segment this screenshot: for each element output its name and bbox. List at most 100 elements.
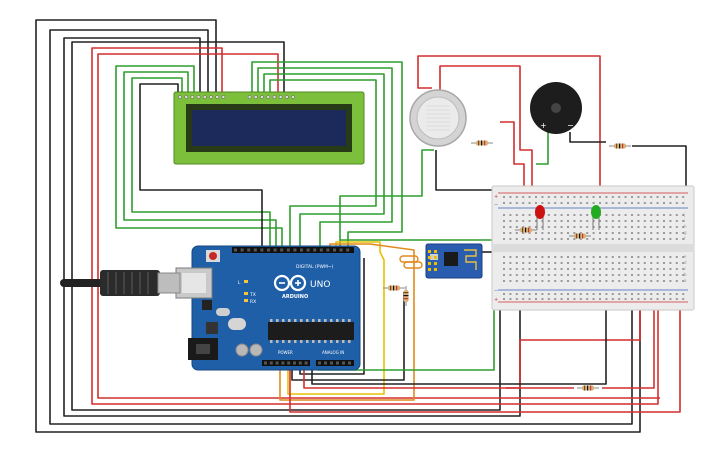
- bb-hole: [663, 196, 665, 198]
- bb-hole: [515, 226, 518, 228]
- bb-hole: [643, 226, 646, 228]
- bb-hole: [573, 202, 576, 204]
- bb-hole: [624, 293, 627, 295]
- bb-hole: [605, 268, 608, 270]
- bb-hole: [656, 256, 659, 258]
- bb-hole: [656, 202, 659, 204]
- bb-hole: [624, 298, 627, 300]
- resistor-band: [481, 140, 483, 146]
- esp-pin: [434, 250, 437, 253]
- bb-hole: [541, 202, 544, 204]
- bb-hole: [586, 220, 589, 222]
- bb-hole: [637, 262, 640, 264]
- bb-hole: [650, 226, 653, 228]
- bb-hole: [599, 238, 601, 240]
- bb-hole: [535, 256, 537, 258]
- bb-hole: [656, 214, 659, 216]
- bb-hole: [599, 226, 601, 228]
- lcd-pin: [196, 95, 201, 99]
- l-led: [244, 280, 248, 283]
- analog-pin: [324, 361, 327, 365]
- bb-hole: [515, 298, 518, 300]
- bb-hole: [586, 274, 589, 276]
- bb-hole: [586, 293, 589, 295]
- bb-hole: [618, 298, 621, 300]
- bb-hole: [675, 220, 678, 222]
- bb-hole: [663, 268, 665, 270]
- lcd-pin: [278, 95, 283, 99]
- bb-hole: [573, 293, 576, 295]
- bb-hole: [669, 274, 672, 276]
- bb-hole: [560, 220, 563, 222]
- bb-hole: [560, 268, 563, 270]
- digital-header: [232, 247, 354, 253]
- lcd-pin-header: [178, 95, 295, 99]
- analog-pin: [318, 361, 321, 365]
- bb-hole: [611, 280, 614, 282]
- bb-hole: [618, 220, 621, 222]
- bb-hole: [669, 196, 672, 198]
- bb-hole: [560, 262, 563, 264]
- chip-leg: [318, 340, 321, 343]
- wire-red-buzzer: [439, 65, 533, 196]
- bb-row-letter: a: [684, 278, 687, 283]
- bb-hole: [656, 196, 659, 198]
- lcd-screen: [192, 110, 346, 146]
- bb-hole: [547, 256, 550, 258]
- chip-leg: [324, 340, 327, 343]
- bb-hole: [560, 256, 563, 258]
- bb-hole: [611, 262, 614, 264]
- bb-hole: [586, 298, 589, 300]
- bb-hole: [503, 214, 505, 216]
- bb-hole: [509, 293, 512, 295]
- bb-hole: [631, 214, 633, 216]
- rx-led: [244, 299, 248, 302]
- bb-hole: [567, 293, 569, 295]
- bb-hole: [663, 293, 665, 295]
- bb-hole: [573, 238, 576, 240]
- bb-hole: [586, 232, 589, 234]
- resistor-band: [576, 233, 578, 239]
- chip-leg: [270, 340, 273, 343]
- bb-hole: [579, 268, 582, 270]
- bb-hole: [650, 262, 653, 264]
- bb-hole: [605, 293, 608, 295]
- usb-cable: [60, 270, 181, 296]
- bb-hole: [599, 274, 601, 276]
- chip-leg: [306, 340, 309, 343]
- bb-hole: [637, 298, 640, 300]
- bb-hole: [592, 293, 595, 295]
- l-led-label: L: [238, 280, 241, 286]
- bb-hole: [650, 232, 653, 234]
- bb-hole: [637, 220, 640, 222]
- bb-hole: [618, 256, 621, 258]
- bb-hole: [573, 280, 576, 282]
- chip-leg: [312, 340, 315, 343]
- bb-hole: [573, 226, 576, 228]
- lcd-pin: [253, 95, 258, 99]
- bb-hole: [663, 280, 665, 282]
- bb-hole: [567, 280, 569, 282]
- bb-hole: [554, 220, 557, 222]
- bb-hole: [675, 196, 678, 198]
- bb-row-letter: i: [684, 218, 685, 223]
- bb-hole: [535, 220, 537, 222]
- red-led-body: [535, 205, 545, 219]
- bb-hole: [573, 262, 576, 264]
- bb-hole: [618, 262, 621, 264]
- bb-hole: [586, 214, 589, 216]
- bb-hole: [509, 280, 512, 282]
- bb-hole: [522, 274, 525, 276]
- bb-hole: [663, 274, 665, 276]
- bb-hole: [631, 256, 633, 258]
- digital-pin-row: [234, 248, 350, 252]
- bb-hole: [528, 280, 531, 282]
- bb-hole: [631, 196, 633, 198]
- lcd-pin: [284, 95, 289, 99]
- bb-row-letter: f: [684, 236, 686, 241]
- bb-hole: [547, 298, 550, 300]
- bb-hole: [624, 202, 627, 204]
- bb-hole: [522, 202, 525, 204]
